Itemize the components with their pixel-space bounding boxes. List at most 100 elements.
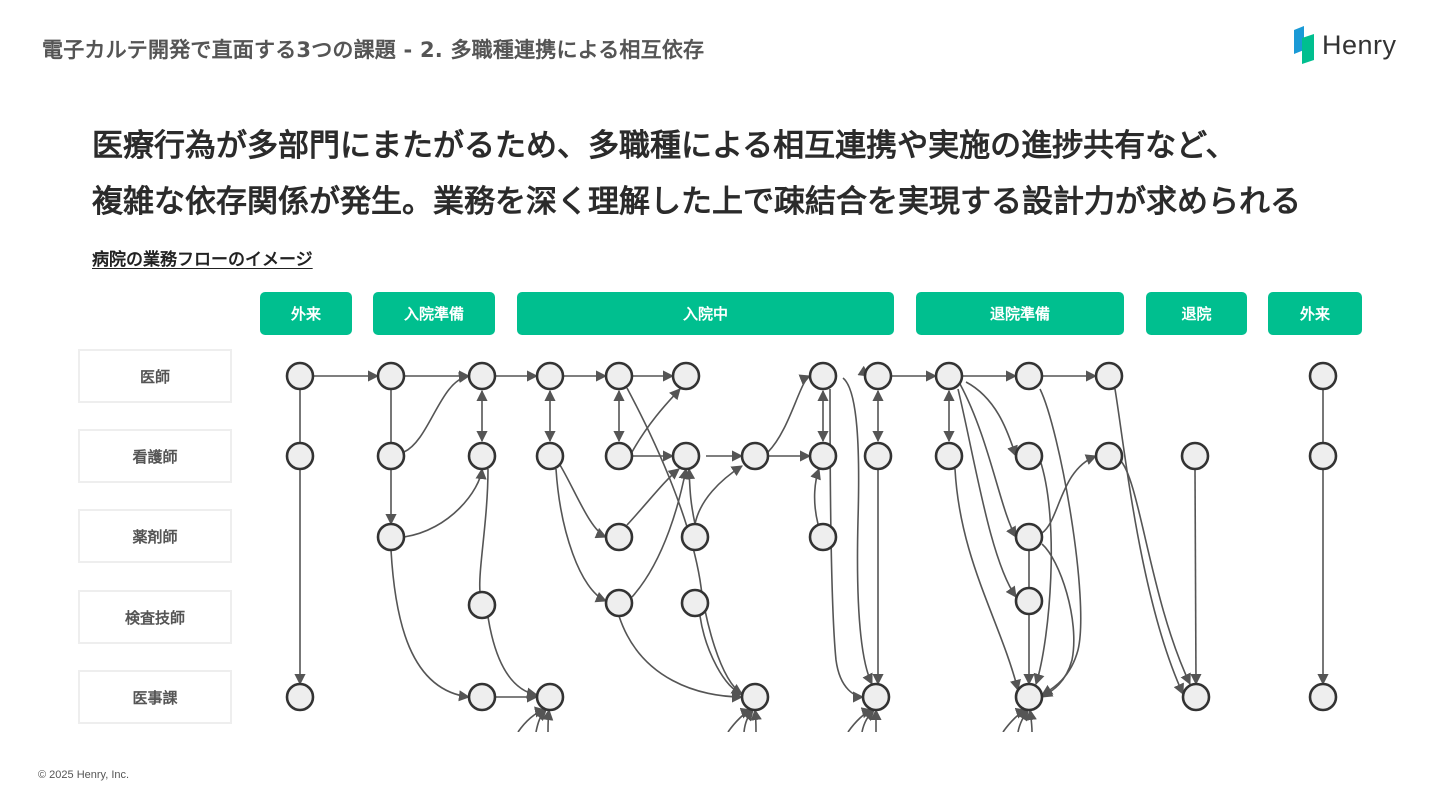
phase-admission-prep: 入院準備 [373, 292, 495, 335]
flow-edge [618, 615, 744, 703]
flow-node [861, 682, 891, 712]
flow-node [1308, 682, 1338, 712]
flow-node [1180, 441, 1210, 471]
flow-edge [699, 615, 745, 698]
flow-edge [842, 377, 873, 686]
flow-node [680, 522, 710, 552]
flow-node [863, 441, 893, 471]
flow-edge [959, 383, 1017, 538]
flow-edge [861, 709, 875, 733]
headline: 医療行為が多部門にまたがるため、多職種による相互連携や実施の進捗共有など、 複雑… [92, 118, 1301, 230]
flow-edge [478, 468, 489, 593]
flow-node [604, 441, 634, 471]
flow-edge [727, 707, 753, 733]
flow-edge [517, 706, 547, 733]
flow-edge [403, 467, 487, 538]
logo-text: Henry [1322, 29, 1397, 60]
flow-edge [1041, 543, 1075, 698]
role-lab-technician: 検査技師 [78, 590, 232, 644]
flow-node [467, 361, 497, 391]
flow-edge [847, 707, 874, 733]
flow-edge [965, 381, 1018, 458]
copyright: © 2025 Henry, Inc. [38, 769, 130, 781]
flow-node [535, 682, 565, 712]
role-medical-affairs: 医事課 [78, 670, 232, 724]
headline-line-2: 複雑な依存関係が発生。業務を深く理解した上で疎結合を実現する設計力が求められる [92, 184, 1301, 220]
flow-edge [1119, 459, 1191, 686]
flow-edge [626, 387, 743, 695]
flow-node [604, 588, 634, 618]
flow-edge [559, 464, 608, 539]
flow-edge [390, 549, 471, 702]
flow-edge [957, 388, 1017, 598]
flow-node [808, 361, 838, 391]
flow-edge [487, 616, 539, 699]
role-pharmacist: 薬剤師 [78, 509, 232, 563]
flow-edge [626, 468, 680, 526]
phase-discharge-prep: 退院準備 [916, 292, 1124, 335]
flow-node [467, 441, 497, 471]
flow-edge [1190, 468, 1202, 686]
flow-edge [767, 374, 812, 453]
flow-node [1094, 441, 1124, 471]
flow-node [671, 361, 701, 391]
phase-outpatient-2: 外来 [1268, 292, 1362, 335]
phase-inpatient: 入院中 [517, 292, 894, 335]
flow-edge [1041, 454, 1098, 534]
flow-edge [555, 468, 608, 603]
flow-edge [542, 708, 554, 733]
flow-node [671, 441, 701, 471]
flow-node [467, 590, 497, 620]
flow-edge [694, 465, 743, 525]
flow-node [604, 522, 634, 552]
flow-node [604, 361, 634, 391]
flow-node [285, 682, 315, 712]
role-doctor: 医師 [78, 349, 232, 403]
flow-edge [631, 467, 690, 598]
flow-node [1014, 441, 1044, 471]
flow-node [376, 441, 406, 471]
flow-node [808, 441, 838, 471]
flow-node [934, 441, 964, 471]
flow-node [1014, 586, 1044, 616]
flow-node [535, 361, 565, 391]
flow-node [1308, 441, 1338, 471]
flow-node [740, 682, 770, 712]
henry-logo-mark-icon [1294, 26, 1314, 64]
flow-node [467, 682, 497, 712]
flow-node [376, 522, 406, 552]
flow-node [1014, 682, 1044, 712]
flow-edge [1039, 388, 1082, 696]
flow-node [934, 361, 964, 391]
flow-edge [403, 371, 471, 453]
flow-edge [954, 468, 1021, 692]
flow-node [535, 441, 565, 471]
flow-node [808, 522, 838, 552]
flow-node [1181, 682, 1211, 712]
phase-outpatient-1: 外来 [260, 292, 352, 335]
henry-logo: Henry [1292, 26, 1397, 64]
flow-node [285, 441, 315, 471]
role-nurse: 看護師 [78, 429, 232, 483]
flow-node [1094, 361, 1124, 391]
flow-edge [1033, 459, 1053, 686]
diagram-bottom-clip [240, 732, 1400, 762]
flow-node [680, 588, 710, 618]
flow-node [1014, 522, 1044, 552]
flow-edge [750, 708, 762, 733]
flow-node [863, 361, 893, 391]
flow-edge [810, 467, 821, 525]
flow-edge [1114, 388, 1184, 696]
headline-line-1: 医療行為が多部門にまたがるため、多職種による相互連携や実施の進捗共有など、 [92, 128, 1237, 164]
flow-edge [631, 388, 681, 453]
flow-edge [829, 388, 865, 703]
phase-discharge: 退院 [1146, 292, 1247, 335]
flow-node [376, 361, 406, 391]
flow-edge [1025, 708, 1037, 733]
flow-node [740, 441, 770, 471]
flow-section-label: 病院の業務フローのイメージ [92, 250, 313, 270]
page-title: 電子カルテ開発で直面する3つの課題 - 2. 多職種連携による相互依存 [42, 38, 705, 62]
flow-node [1308, 361, 1338, 391]
flow-node [285, 361, 315, 391]
